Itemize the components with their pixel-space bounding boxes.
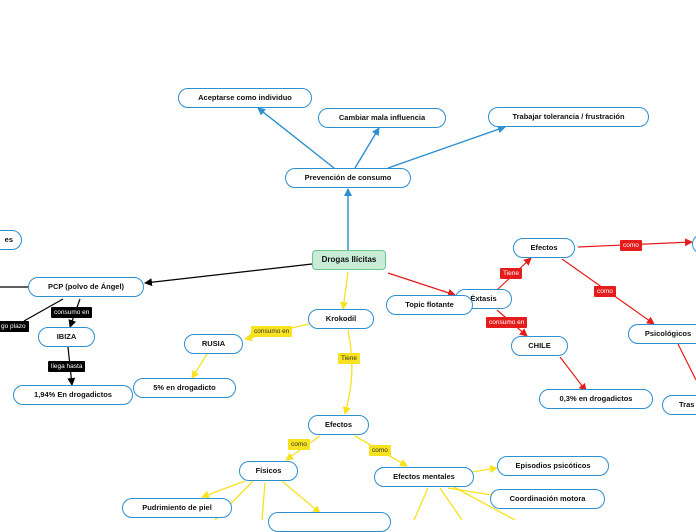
label-como-psicologicos: como — [594, 286, 616, 297]
node-tras-partial[interactable]: Tras — [662, 395, 696, 415]
node-fisicos[interactable]: Físicos — [239, 461, 298, 481]
node-rusia[interactable]: RUSIA — [184, 334, 243, 354]
node-efectos-mentales[interactable]: Efectos mentales — [374, 467, 474, 487]
node-fisicos-child-partial[interactable] — [268, 512, 391, 532]
label-extasis-tiene: Tiene — [500, 268, 523, 279]
label-como-right: como — [620, 240, 642, 251]
node-psicologicos[interactable]: Psicológicos — [628, 324, 696, 344]
node-chile-stat[interactable]: 0,3% en drogadictos — [539, 389, 653, 409]
node-chile[interactable]: CHILE — [511, 336, 568, 356]
node-prevencion-consumo[interactable]: Prevención de consumo — [285, 168, 411, 188]
node-es-partial[interactable]: es — [0, 230, 22, 250]
node-ibiza[interactable]: IBIZA — [38, 327, 95, 347]
node-rusia-stat[interactable]: 5% en drogadicto — [133, 378, 236, 398]
central-topic[interactable]: Drogas Ilícitas — [312, 250, 386, 270]
node-episodios-psicoticos[interactable]: Episodios psicóticos — [497, 456, 609, 476]
node-trabajar-tolerancia[interactable]: Trabajar tolerancia / frustración — [488, 107, 649, 127]
node-aceptarse[interactable]: Aceptarse como individuo — [178, 88, 312, 108]
node-coordinacion-motora[interactable]: Coordinación motora — [490, 489, 605, 509]
node-pudrimiento-piel[interactable]: Pudrimiento de piel — [122, 498, 232, 518]
node-efectos-krokodil[interactable]: Efectos — [308, 415, 369, 435]
label-pcp-consumo-en: consumo en — [51, 307, 93, 318]
label-como-fisicos: como — [288, 439, 310, 450]
node-efectos-extasis[interactable]: Efectos — [513, 238, 575, 258]
label-extasis-consumo-en: consumo en — [486, 317, 528, 328]
node-pcp[interactable]: PCP (polvo de Ángel) — [28, 277, 144, 297]
node-cambiar-influencia[interactable]: Cambiar mala influencia — [318, 108, 446, 128]
node-topic-flotante[interactable]: Topic flotante — [386, 295, 473, 315]
label-largo-plazo: go plazo — [0, 321, 29, 332]
node-ibiza-stat[interactable]: 1,94% En drogadictos — [13, 385, 133, 405]
node-krokodil[interactable]: Krokodil — [308, 309, 374, 329]
label-krokodil-tiene: Tiene — [338, 353, 361, 364]
label-krokodil-consumo-en: consumo en — [251, 326, 293, 337]
label-como-mentales: como — [369, 445, 391, 456]
label-llega-hasta: llega hasta — [48, 361, 86, 372]
